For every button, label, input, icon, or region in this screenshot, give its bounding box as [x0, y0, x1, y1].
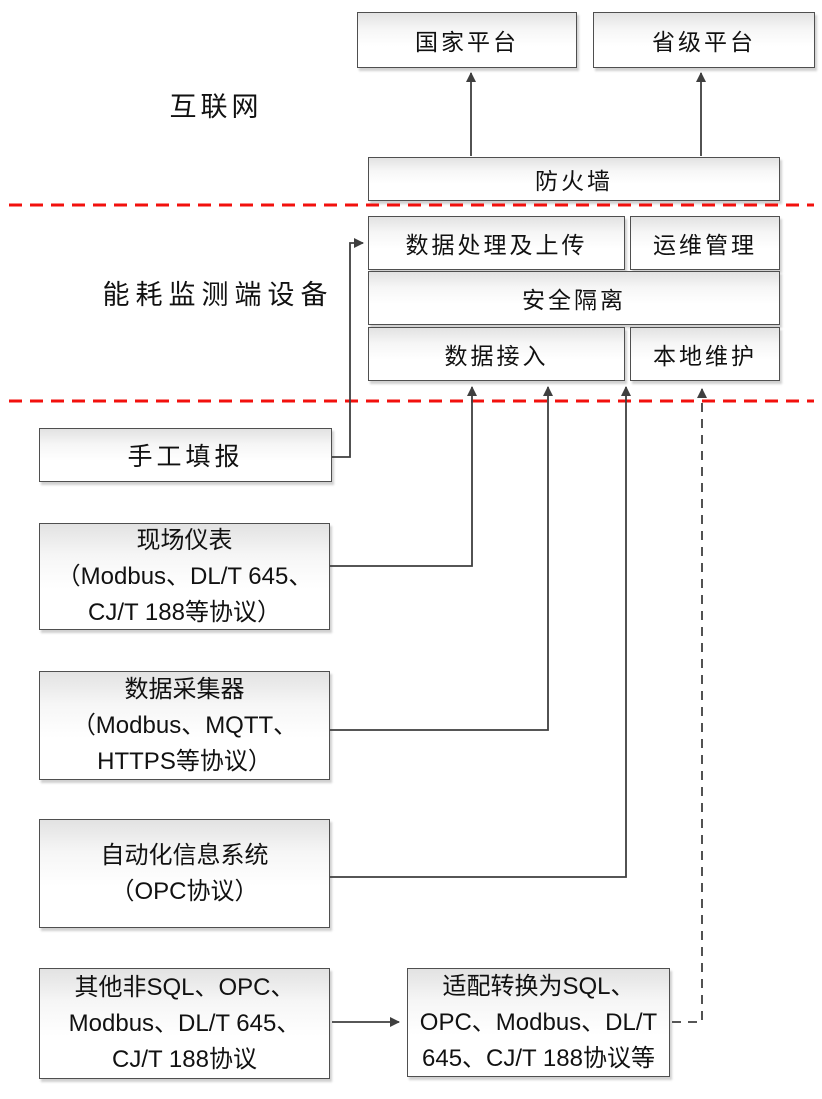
- arrow-automation-to-data-access: [330, 386, 631, 878]
- data-processing-upload-box: 数据处理及上传: [368, 216, 625, 270]
- ops-management-box: 运维管理: [630, 216, 780, 270]
- data-access-label: 数据接入: [444, 344, 549, 369]
- provincial-platform-label: 省级平台: [652, 30, 756, 55]
- field-instrument-label: 现场仪表 （Modbus、DL/T 645、 CJ/T 188等协议）: [56, 526, 313, 626]
- protocol-adapter-box: 适配转换为SQL、 OPC、Modbus、DL/T 645、CJ/T 188协议…: [407, 968, 670, 1077]
- ops-management-label: 运维管理: [653, 233, 757, 258]
- data-processing-upload-label: 数据处理及上传: [405, 233, 588, 258]
- arrow-collector-to-data-access: [330, 386, 553, 731]
- national-platform-box: 国家平台: [357, 12, 577, 68]
- field-instrument-box: 现场仪表 （Modbus、DL/T 645、 CJ/T 188等协议）: [39, 523, 330, 630]
- national-platform-label: 国家平台: [415, 30, 519, 55]
- automation-system-label: 自动化信息系统 （OPC协议）: [100, 841, 269, 905]
- arrow-field-instrument-to-data-access: [330, 386, 477, 567]
- security-isolation-box: 安全隔离: [368, 271, 780, 325]
- data-collector-box: 数据采集器 （Modbus、MQTT、 HTTPS等协议）: [39, 671, 330, 780]
- security-isolation-label: 安全隔离: [522, 288, 626, 313]
- firewall-label: 防火墙: [535, 169, 613, 194]
- internet-zone-label: 互联网: [169, 92, 263, 122]
- other-protocol-label: 其他非SQL、OPC、 Modbus、DL/T 645、 CJ/T 188协议: [68, 973, 301, 1073]
- data-collector-label: 数据采集器 （Modbus、MQTT、 HTTPS等协议）: [71, 675, 298, 775]
- other-protocol-box: 其他非SQL、OPC、 Modbus、DL/T 645、 CJ/T 188协议: [39, 968, 330, 1079]
- data-access-box: 数据接入: [368, 327, 625, 381]
- firewall-box: 防火墙: [368, 157, 780, 201]
- manual-entry-label: 手工填报: [127, 444, 244, 471]
- local-maintenance-label: 本地维护: [653, 344, 757, 369]
- automation-system-box: 自动化信息系统 （OPC协议）: [39, 819, 330, 928]
- dashed-arrow-adapter-to-local-maintenance: [672, 388, 707, 1023]
- provincial-platform-box: 省级平台: [593, 12, 815, 68]
- device-zone-label: 能耗监测端设备: [102, 280, 334, 310]
- manual-entry-box: 手工填报: [39, 428, 332, 482]
- protocol-adapter-label: 适配转换为SQL、 OPC、Modbus、DL/T 645、CJ/T 188协议…: [419, 972, 658, 1072]
- local-maintenance-box: 本地维护: [630, 327, 780, 381]
